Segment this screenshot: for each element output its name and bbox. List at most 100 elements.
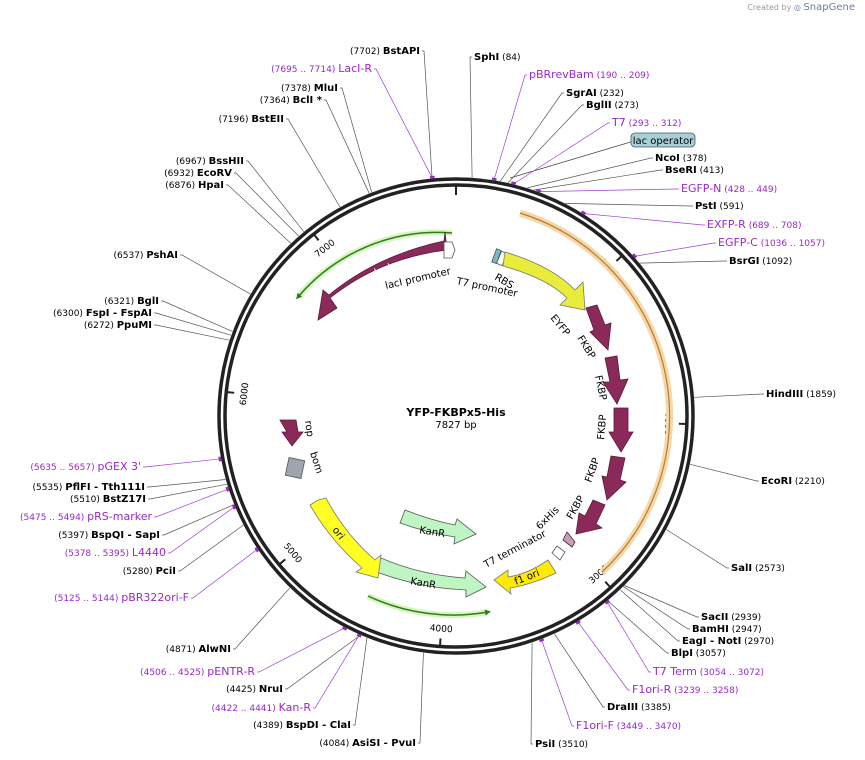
enzyme-label-13[interactable]: (5397) BspQI - SapI [58,530,160,541]
primer-range-6: (4422 .. 4441) [212,704,279,714]
primer-label-10[interactable]: EXFP-R (689 .. 708) [707,218,802,231]
enzyme-label-34[interactable]: PsiI (3510) [535,739,588,750]
enzyme-pos-17: (4389) [253,721,286,731]
enzyme-label-4[interactable]: (6967) BssHII [176,156,244,167]
enzyme-pos-14: (5280) [123,567,156,577]
enzyme-leader-17 [353,637,368,726]
primer-name-1: pGEX 3' [97,460,141,473]
enzyme-pos-1: (7378) [281,84,314,94]
enzyme-leader-12 [148,483,227,500]
laci-promoter-feature[interactable] [443,241,456,259]
enzyme-label-27[interactable]: EcoRI (2210) [761,476,825,487]
gene-track-line [519,212,671,573]
primer-label-0[interactable]: (7695 .. 7714) LacI-R [271,62,372,75]
enzyme-pos-32: (3057) [693,649,726,659]
bom-feature[interactable] [284,457,306,479]
primer-label-3[interactable]: (5378 .. 5395) L4440 [65,546,166,559]
enzyme-label-11[interactable]: (5535) PflFI - Tth111I [32,482,145,493]
primer-label-11[interactable]: EGFP-C (1036 .. 1057) [718,236,825,249]
enzyme-label-0[interactable]: (7702) BstAPI [350,46,420,57]
enzyme-label-12[interactable]: (5510) BstZ17I [70,494,146,505]
his-tag-label: 6xHis [534,505,561,532]
primer-label-6[interactable]: (4422 .. 4441) Kan-R [212,701,312,714]
enzyme-label-8[interactable]: (6321) BglI [104,296,159,307]
tick-label-4000: 4000 [429,624,453,636]
enzyme-pos-13: (5397) [58,531,91,541]
enzyme-label-16[interactable]: (4425) NruI [226,684,283,695]
enzyme-label-2[interactable]: (7364) BclI * [260,95,323,106]
enzyme-label-6[interactable]: (6876) HpaI [165,180,224,191]
enzyme-label-15[interactable]: (4871) AlwNI [166,644,231,655]
enzyme-label-17[interactable]: (4389) BspDI - ClaI [253,720,351,731]
primer-label-2[interactable]: (5475 .. 5494) pRS-marker [20,510,152,523]
primer-label-7[interactable]: pBRrevBam (190 .. 209) [529,68,649,81]
primer-label-5[interactable]: (4506 .. 4525) pENTR-R [140,665,255,678]
lac-operator-box[interactable] [630,132,696,148]
enzyme-leader-9 [154,312,232,336]
enzyme-label-25[interactable]: BsrGI (1092) [729,256,792,267]
enzyme-label-7[interactable]: (6537) PshAI [114,250,178,261]
primer-label-4[interactable]: (5125 .. 5144) pBR322ori-F [54,591,189,604]
primer-label-9[interactable]: EGFP-N (428 .. 449) [681,182,777,195]
rop-feature[interactable] [279,419,304,447]
enzyme-pos-24: (591) [717,202,744,212]
enzyme-label-30[interactable]: BamHI (2947) [692,624,762,635]
enzyme-label-5[interactable]: (6932) EcoRV [164,168,232,179]
enzyme-label-21[interactable]: BglII (273) [586,100,639,111]
f1-ori-feature[interactable] [493,559,557,595]
fkbp-feature-5[interactable] [575,499,606,535]
enzyme-label-33[interactable]: DraIII (3385) [607,702,671,713]
primer-leader-3 [168,506,236,554]
fkbp-label-1: FKBP [574,334,597,361]
enzyme-label-26[interactable]: HindIII (1859) [766,389,836,400]
enzyme-name-26: HindIII [766,389,803,400]
t7-terminator-feature[interactable] [551,545,566,561]
primer-leader-12 [606,601,651,673]
enzyme-label-3[interactable]: (7196) BstEII [219,114,284,125]
enzyme-label-10[interactable]: (6272) PpuMI [84,320,152,331]
enzyme-label-20[interactable]: SgrAI (232) [566,88,624,99]
enzyme-label-29[interactable]: SacII (2939) [701,612,761,623]
tick-4000 [438,638,442,647]
enzyme-pos-5: (6932) [164,169,197,179]
fkbp-label-3: FKBP [596,414,609,440]
primer-label-1[interactable]: (5635 .. 5657) pGEX 3' [30,460,141,473]
enzyme-name-21: BglII [586,100,612,111]
primer-label-13[interactable]: F1ori-R (3239 .. 3258) [632,683,738,696]
enzyme-label-31[interactable]: EagI - NotI (2970) [682,636,774,647]
fkbp-feature-4[interactable] [601,455,627,501]
primer-leader-13 [577,621,630,691]
laci-feature[interactable] [317,231,448,321]
kanr-feature-1[interactable] [399,509,477,545]
enzyme-label-32[interactable]: BlpI (3057) [671,648,726,659]
fkbp-feature-2[interactable] [602,355,629,405]
enzyme-leader-31 [619,589,680,642]
enzyme-name-28: SalI [731,563,752,574]
fkbp-feature-3[interactable] [608,407,634,453]
primer-range-1: (5635 .. 5657) [30,463,97,473]
primer-label-8[interactable]: T7 (293 .. 312) [611,116,681,129]
enzyme-label-19[interactable]: SphI (84) [474,52,521,63]
enzyme-label-24[interactable]: PstI (591) [695,201,744,212]
primer-label-12[interactable]: T7 Term (3054 .. 3072) [652,665,764,678]
enzyme-label-22[interactable]: NcoI (378) [655,153,707,164]
enzyme-leader-25 [639,260,727,264]
fkbp-feature-1[interactable] [585,304,612,351]
kanr-label-2: KanR [409,576,436,591]
enzyme-label-9[interactable]: (6300) FspI - FspAI [53,308,152,319]
enzyme-label-23[interactable]: BseRI (413) [665,165,724,176]
ori-feature[interactable] [309,497,382,579]
enzyme-label-18[interactable]: (4084) AsiSI - PvuI [319,738,416,749]
enzyme-name-10: PpuMI [117,320,152,331]
kanr-feature-2[interactable] [373,557,487,598]
enzyme-label-1[interactable]: (7378) MluI [281,83,338,94]
primer-range-4: (5125 .. 5144) [54,594,121,604]
primer-label-14[interactable]: F1ori-F (3449 .. 3470) [576,719,681,732]
his-tag-feature[interactable] [562,531,576,548]
enzyme-label-28[interactable]: SalI (2573) [731,563,785,574]
eyfp-feature[interactable] [502,251,586,311]
laci-promoter-label: lacI promoter [384,266,453,292]
enzyme-leader-10 [154,324,230,341]
enzyme-label-14[interactable]: (5280) PciI [123,566,176,577]
enzyme-leader-20 [500,92,564,182]
